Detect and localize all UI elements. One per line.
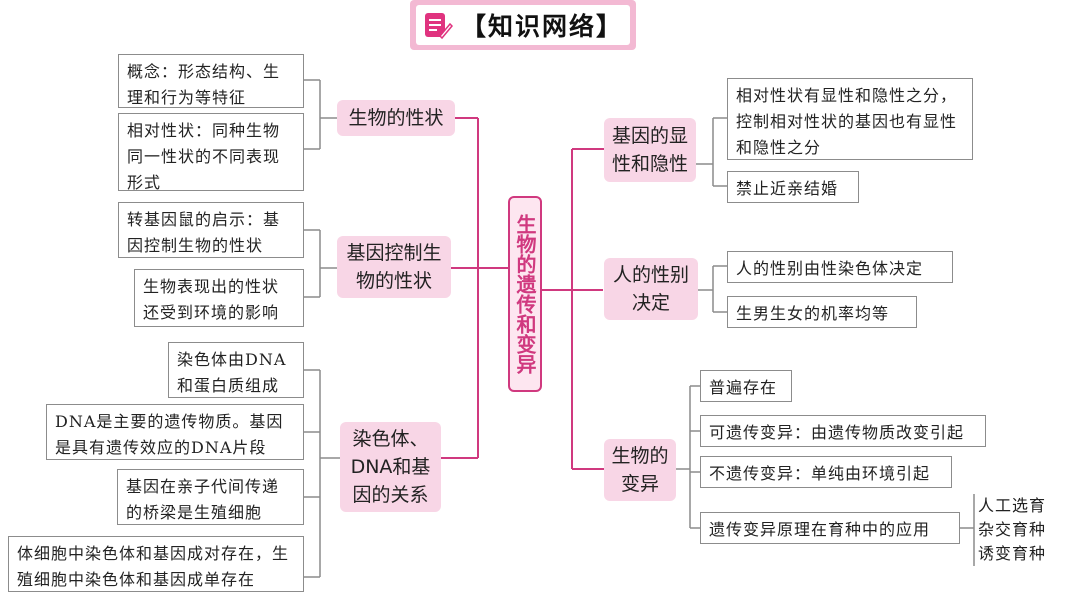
item-breeding-application: 遗传变异原理在育种中的应用 [700,512,960,544]
breeding-method-hybrid: 杂交育种 [978,520,1047,539]
topic-traits: 生物的性状 [337,100,455,136]
item-reproductive-cell-bridge: 基因在亲子代间传递的桥梁是生殖细胞 [117,469,304,525]
item-relative-trait: 相对性状：同种生物同一性状的不同表现形式 [118,113,304,192]
item-heritable-variation: 可遗传变异：由遗传物质改变引起 [700,415,986,447]
item-universal: 普遍存在 [700,370,792,402]
topic-chromosome-dna-gene: 染色体、DNA和基因的关系 [340,422,441,512]
item-paired-single: 体细胞中染色体和基因成对存在，生殖细胞中染色体和基因成单存在 [8,536,304,592]
item-transgenic-mouse: 转基因鼠的启示：基因控制生物的性状 [118,202,304,258]
item-dominant-recessive-desc: 相对性状有显性和隐性之分，控制相对性状的基因也有显性和隐性之分 [727,78,973,160]
item-dna-genetic-material: DNA是主要的遗传物质。基因是具有遗传效应的DNA片段 [46,404,304,460]
item-equal-probability: 生男生女的机率均等 [727,296,917,328]
item-trait-concept: 概念：形态结构、生理和行为等特征 [118,54,304,108]
breeding-method-artificial: 人工选育 [978,496,1047,515]
center-node: 生物的遗传和变异 [508,196,542,392]
notebook-pencil-icon [424,13,453,40]
item-chromosome-composition: 染色体由DNA和蛋白质组成 [168,342,304,398]
item-sex-chromosome: 人的性别由性染色体决定 [727,251,953,283]
topic-sex-determination: 人的性别决定 [604,258,698,320]
item-non-heritable-variation: 不遗传变异：单纯由环境引起 [700,456,952,488]
breeding-method-list: 人工选育 杂交育种 诱变育种 [978,494,1078,566]
item-environment-influence: 生物表现出的性状还受到环境的影响 [134,269,304,327]
page-title: 【知识网络】 [460,12,623,41]
topic-gene-control: 基因控制生物的性状 [337,236,451,298]
topic-dominant-recessive: 基因的显性和隐性 [604,118,696,182]
topic-variation: 生物的变异 [604,439,676,501]
breeding-method-mutation: 诱变育种 [978,544,1047,563]
item-no-consanguineous-marriage: 禁止近亲结婚 [727,171,859,203]
title-banner: 【知识网络】 [410,0,636,50]
